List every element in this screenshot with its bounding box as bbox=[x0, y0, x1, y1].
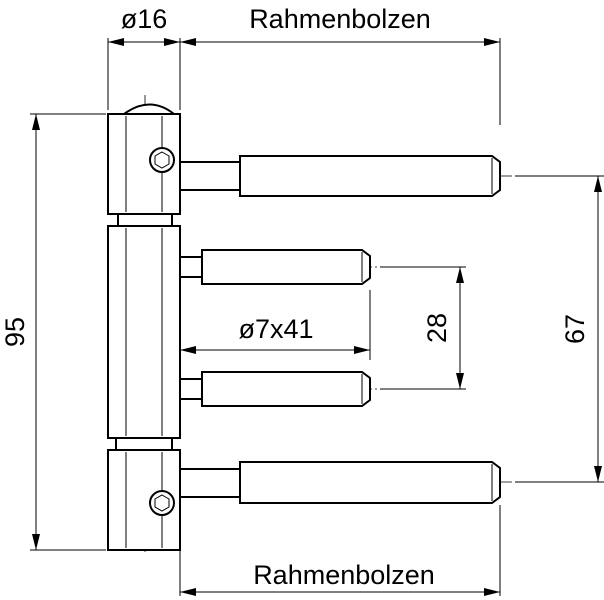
hinge-barrel bbox=[107, 103, 181, 551]
label-sash-bolt-size: ø7x41 bbox=[238, 314, 313, 344]
dimension-sash-bolt-size: ø7x41 bbox=[180, 290, 371, 360]
dimension-pin-diameter: ø16 bbox=[107, 4, 181, 110]
label-frame-bolt-top: Rahmenbolzen bbox=[249, 4, 431, 34]
hex-socket-bottom-icon bbox=[149, 490, 175, 516]
sash-bolt-upper bbox=[177, 249, 371, 285]
label-frame-bolt-bottom: Rahmenbolzen bbox=[253, 560, 435, 590]
label-pin-diameter: ø16 bbox=[121, 4, 168, 34]
label-bolt-spacing-outer: 67 bbox=[560, 314, 590, 344]
label-bolt-spacing-inner: 28 bbox=[422, 313, 452, 343]
frame-bolt-bottom bbox=[177, 461, 501, 504]
dimension-height-total: 95 bbox=[0, 113, 106, 551]
frame-bolt-top bbox=[177, 155, 501, 197]
dimension-frame-bolt-bottom: Rahmenbolzen bbox=[179, 505, 501, 596]
dimension-bolt-spacing-inner: 28 bbox=[380, 266, 466, 390]
dimension-bolt-spacing-outer: 67 bbox=[515, 175, 604, 483]
sash-bolt-lower bbox=[177, 371, 371, 407]
label-height-total: 95 bbox=[0, 317, 30, 347]
hex-socket-top-icon bbox=[149, 147, 175, 173]
dimension-frame-bolt-top: Rahmenbolzen bbox=[180, 4, 501, 125]
